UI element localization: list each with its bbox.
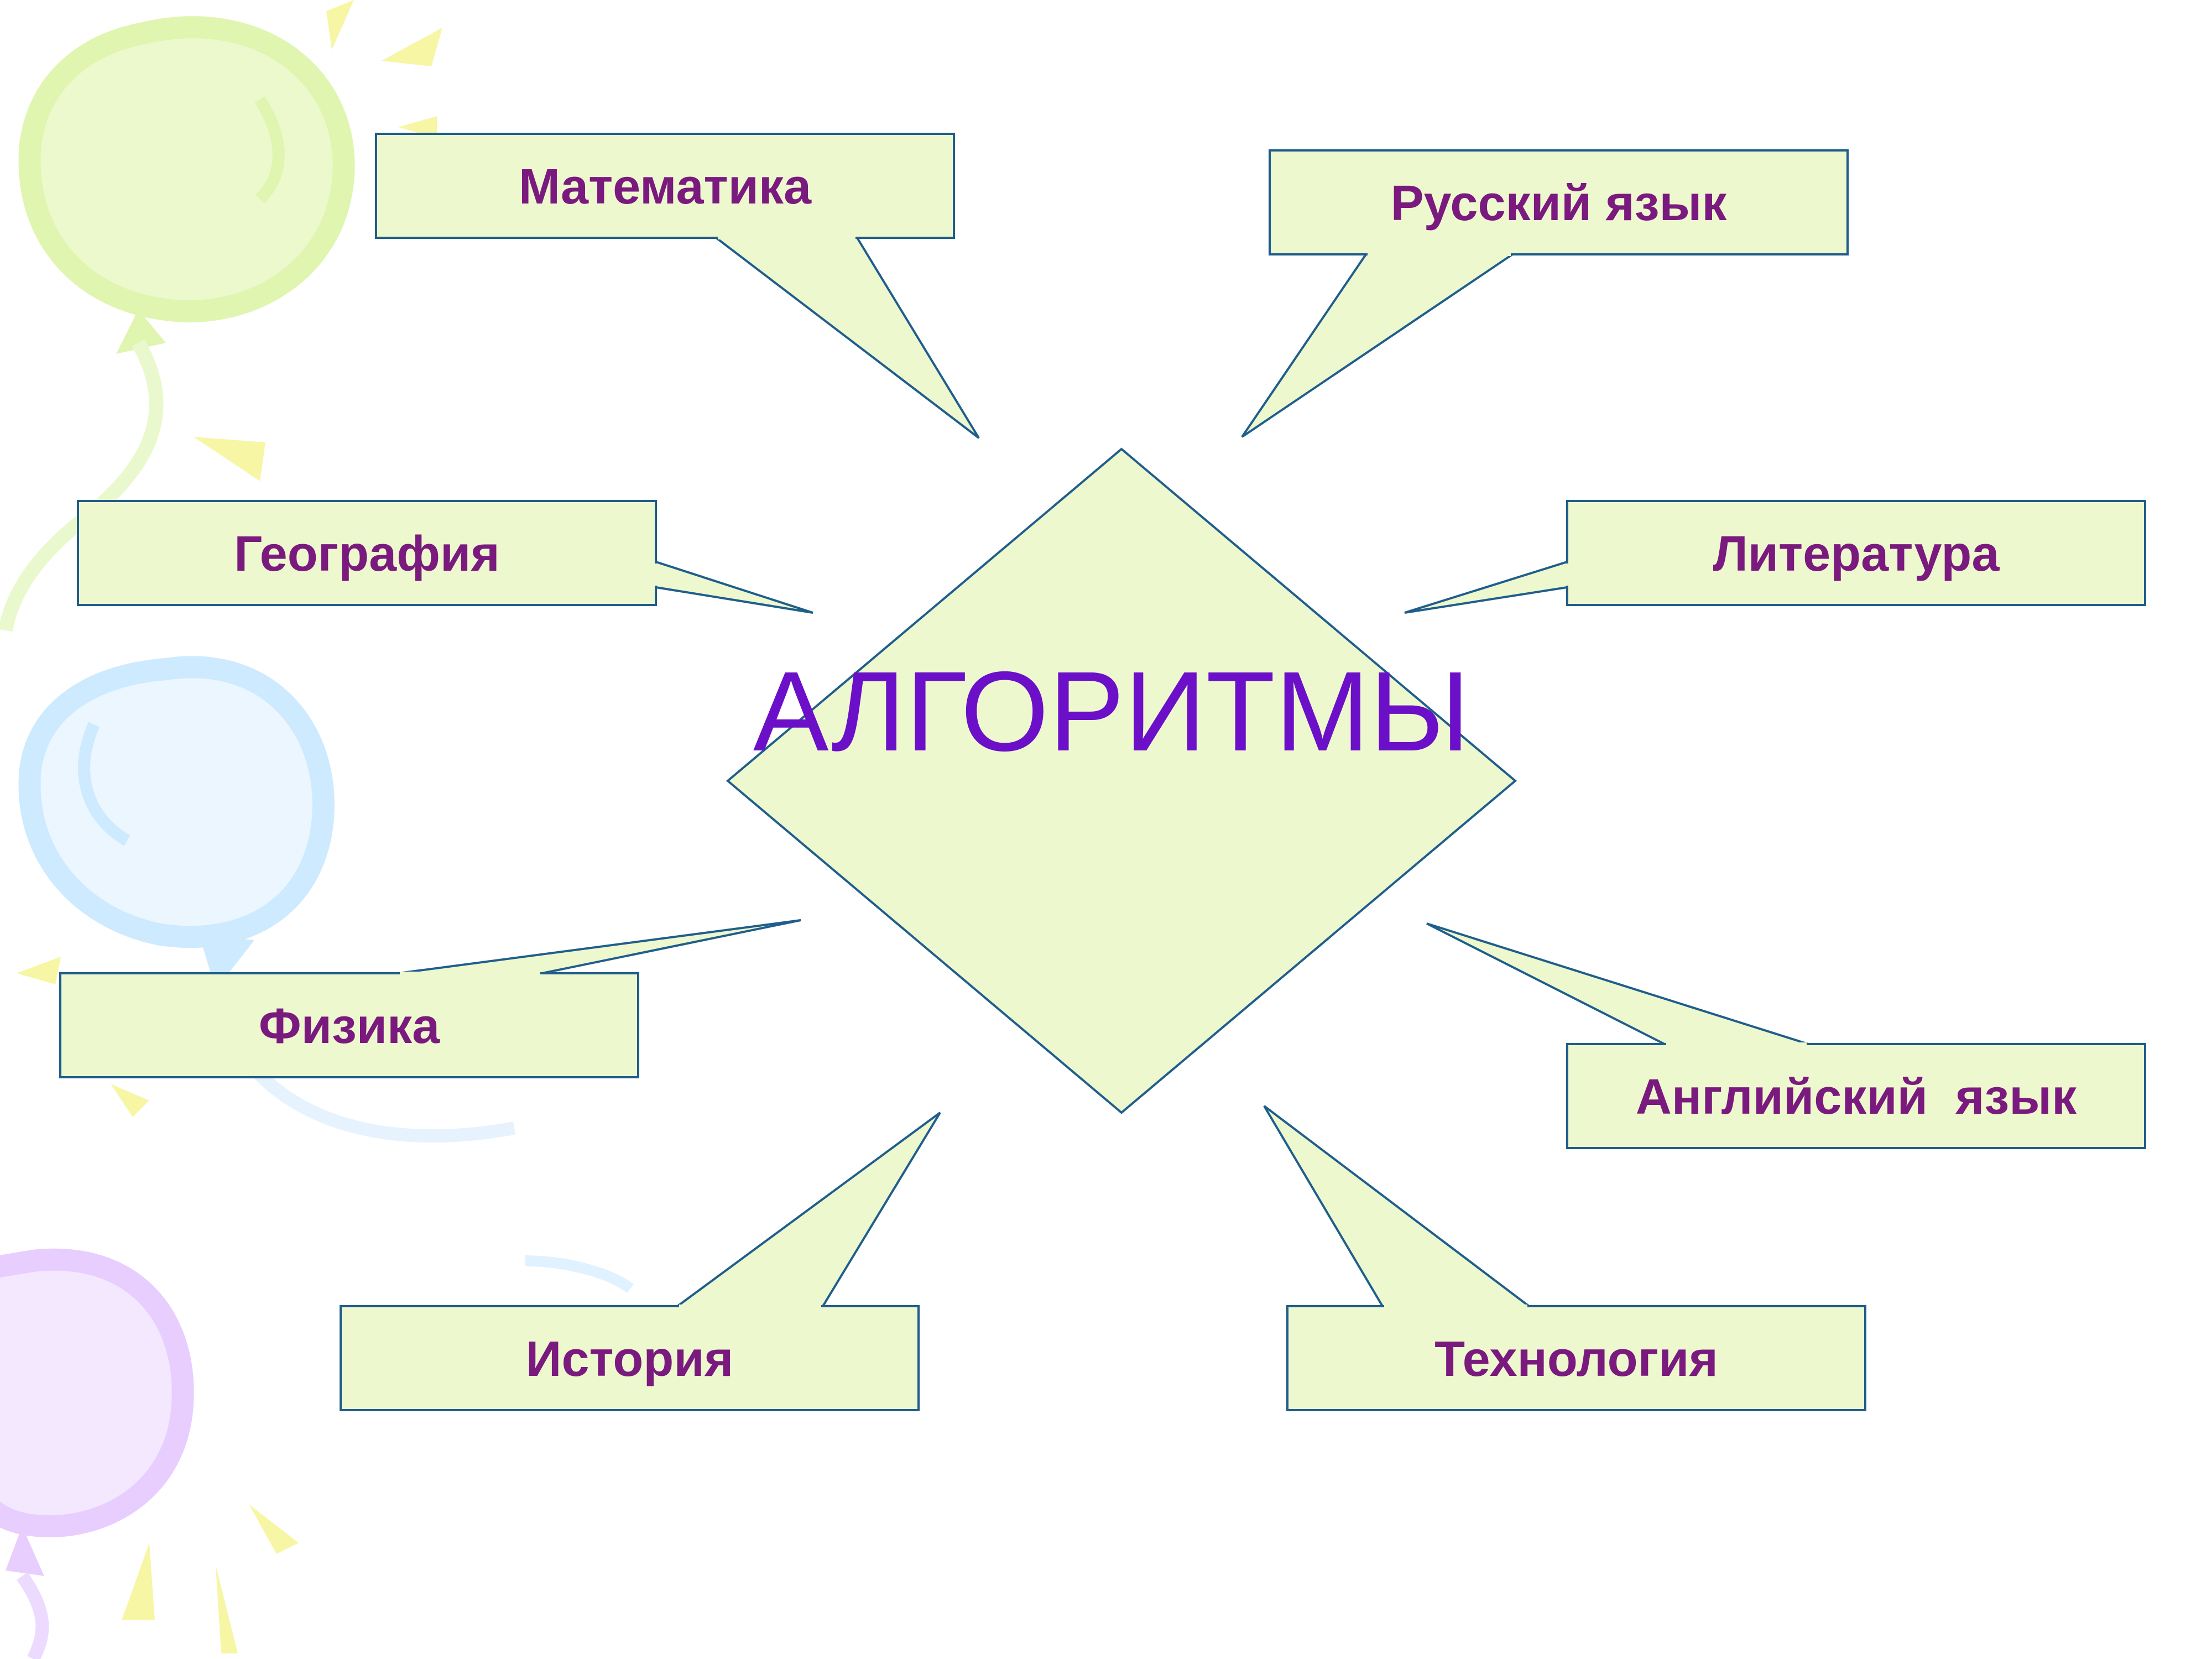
callout-math: Математика [375,133,980,439]
callout-box [1566,1043,2146,1149]
callout-label-technology: Технология [1434,1332,1718,1387]
callout-pointer [713,237,980,439]
callout-label-history: История [526,1332,733,1387]
callout-technology: Технология [1263,1105,1866,1411]
callout-pointer [398,919,801,974]
callout-label-physics: Физика [259,999,440,1054]
callout-label-english: Английский язык [1636,1070,2077,1125]
callout-box [340,1305,920,1411]
callout-box [77,500,657,606]
callout-history: История [340,1112,941,1411]
callout-pointer [655,560,813,614]
callout-english: Английский язык [1426,922,2146,1149]
callout-label-russian: Русский язык [1391,176,1728,231]
callout-pointer [1241,253,1516,438]
callout-geography: География [77,500,813,614]
callout-label-literature: Литература [1713,526,2000,582]
callout-box [375,133,955,239]
callout-box [1286,1305,1866,1411]
callout-russian: Русский язык [1241,149,1849,438]
callout-pointer [1426,922,1809,1045]
callout-physics: Физика [59,919,801,1078]
callout-box [1269,149,1849,255]
callout-pointer [674,1112,941,1307]
callout-box [1566,500,2146,606]
callout-pointer [1263,1105,1532,1307]
callout-pointer [1404,560,1568,614]
center-title: АЛГОРИТМЫ [753,648,1470,775]
sun-rays-decor [17,0,442,1653]
balloon-yellow-icon [0,16,355,632]
background-decor [0,0,634,1659]
callout-label-math: Математика [519,159,812,215]
balloon-purple-icon [0,1248,194,1659]
callout-label-geography: География [234,526,500,582]
center-diamond-shape [726,447,1517,1114]
callout-literature: Литература [1404,500,2146,614]
center-diamond: АЛГОРИТМЫ [726,447,1517,1114]
callout-box [59,972,639,1078]
